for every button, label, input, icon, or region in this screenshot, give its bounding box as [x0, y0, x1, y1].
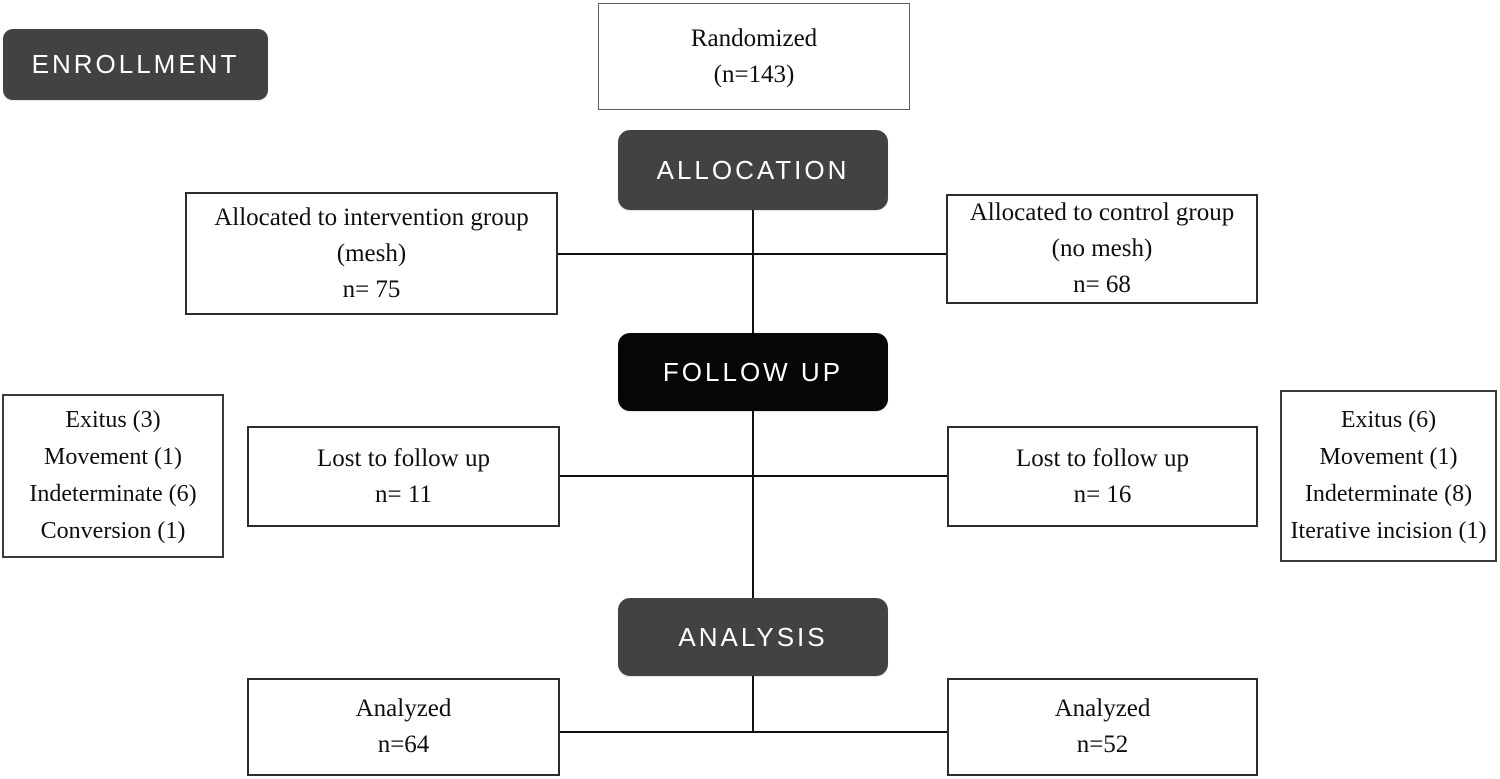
box-allocated-control-line-1: Allocated to control group — [969, 199, 1235, 226]
box-lost-followup-control: Lost to follow up n= 16 — [947, 426, 1258, 527]
connector-followup-to-analysis — [752, 411, 754, 598]
analyzed-intervention-line-2: n=64 — [377, 731, 430, 758]
stage-badge-allocation: ALLOCATION — [618, 130, 888, 210]
reasons-intervention-line-4: Conversion (1) — [40, 518, 186, 544]
stage-label-enrollment: ENROLLMENT — [31, 49, 240, 79]
stage-label-analysis: ANALYSIS — [678, 621, 828, 652]
box-allocated-intervention-line-3: n= 75 — [342, 275, 401, 303]
reasons-intervention-line-1: Exitus (3) — [65, 407, 161, 433]
reasons-intervention-line-2: Movement (1) — [44, 444, 182, 470]
box-allocated-intervention-line-2: (mesh) — [336, 239, 407, 267]
connector-analysis-to-analyzed — [752, 676, 754, 733]
box-followup-reasons-control: Exitus (6) Movement (1) Indeterminate (8… — [1280, 390, 1497, 562]
stage-badge-analysis: ANALYSIS — [618, 598, 888, 676]
connector-allocation-to-followup — [752, 210, 754, 333]
reasons-control-line-4: Iterative incision (1) — [1290, 518, 1487, 544]
analyzed-control-line-1: Analyzed — [1054, 695, 1151, 722]
box-allocated-control: Allocated to control group (no mesh) n= … — [946, 194, 1258, 304]
connector-followup-row — [560, 475, 947, 477]
box-analyzed-control: Analyzed n=52 — [947, 678, 1258, 776]
box-lost-followup-intervention: Lost to follow up n= 11 — [247, 426, 560, 527]
box-allocated-control-line-2: (no mesh) — [1051, 235, 1153, 262]
stage-badge-enrollment: ENROLLMENT — [3, 29, 268, 100]
box-randomized: Randomized (n=143) — [598, 3, 910, 110]
connector-allocation-row — [558, 253, 947, 255]
lost-intervention-line-1: Lost to follow up — [317, 444, 490, 472]
stage-label-followup: FOLLOW UP — [662, 356, 844, 387]
analyzed-control-line-2: n=52 — [1076, 731, 1129, 758]
reasons-control-line-2: Movement (1) — [1319, 444, 1458, 470]
reasons-control-line-1: Exitus (6) — [1340, 407, 1437, 433]
lost-intervention-line-2: n= 11 — [375, 480, 432, 508]
box-analyzed-intervention: Analyzed n=64 — [247, 678, 560, 776]
box-randomized-line-2: (n=143) — [713, 60, 795, 88]
analyzed-intervention-line-1: Analyzed — [355, 695, 452, 722]
lost-control-line-2: n= 16 — [1073, 480, 1132, 508]
reasons-intervention-line-3: Indeterminate (6) — [29, 481, 197, 507]
box-followup-reasons-intervention: Exitus (3) Movement (1) Indeterminate (6… — [2, 394, 224, 558]
reasons-control-line-3: Indeterminate (8) — [1304, 481, 1473, 507]
stage-label-allocation: ALLOCATION — [656, 154, 850, 185]
connector-analysis-row — [560, 731, 947, 733]
lost-control-line-1: Lost to follow up — [1016, 444, 1189, 472]
box-randomized-line-1: Randomized — [690, 24, 818, 52]
box-allocated-intervention-line-1: Allocated to intervention group — [214, 203, 529, 231]
box-allocated-intervention: Allocated to intervention group (mesh) n… — [185, 192, 558, 315]
stage-badge-followup: FOLLOW UP — [618, 333, 888, 411]
box-allocated-control-line-3: n= 68 — [1073, 271, 1131, 298]
